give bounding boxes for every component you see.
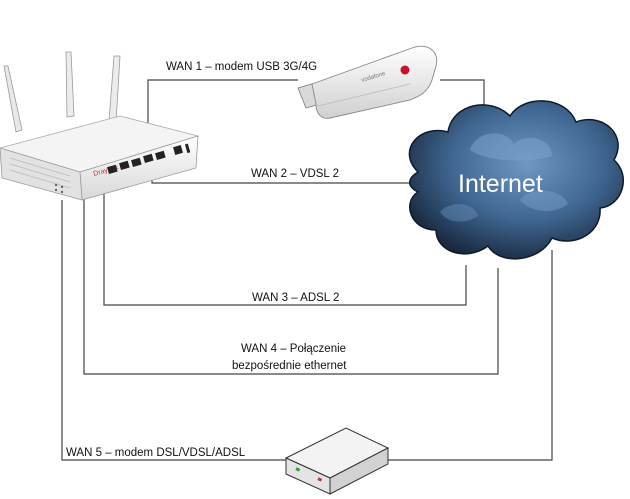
wire-wan4 xyxy=(83,192,499,375)
wan2-label: WAN 2 – VDSL 2 xyxy=(251,168,339,180)
wan1-label: WAN 1 – modem USB 3G/4G xyxy=(166,61,317,73)
wire-wan3 xyxy=(103,190,467,306)
wan5-label: WAN 5 – modem DSL/VDSL/ADSL xyxy=(66,447,246,459)
antenna-icon xyxy=(3,51,121,133)
vodafone-logo-icon xyxy=(400,65,410,75)
cloud-label: Internet xyxy=(458,170,543,198)
usb-modem-icon: vodafone xyxy=(297,45,438,119)
wan3-label: WAN 3 – ADSL 2 xyxy=(252,292,339,304)
internet-cloud-icon: Internet xyxy=(408,100,625,260)
wire-wan5-cloud xyxy=(388,250,553,461)
router-ports xyxy=(107,143,191,174)
dsl-modem-icon xyxy=(284,427,390,495)
router-icon: DrayTek xyxy=(0,51,200,201)
wire-wan5 xyxy=(61,200,293,461)
wan4-label-line2: bezpośrednie ethernet xyxy=(232,360,347,372)
wan4-label-line1: WAN 4 – Połączenie xyxy=(241,343,346,355)
